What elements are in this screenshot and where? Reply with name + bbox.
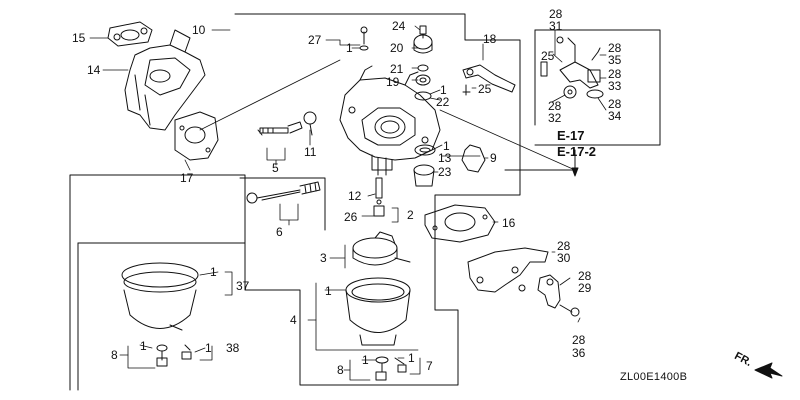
label-32: 32	[548, 111, 562, 125]
label-24: 24	[392, 19, 406, 33]
lever-18	[462, 64, 516, 96]
label-25-choke: 25	[541, 49, 555, 63]
label-14: 14	[87, 63, 101, 77]
group-boundaries	[69, 13, 661, 391]
label-28-h: 28	[572, 333, 586, 347]
label-25-lever: 25	[478, 82, 492, 96]
bracket-30	[467, 247, 549, 293]
label-12: 12	[348, 189, 362, 203]
label-4-qty: 1	[325, 284, 332, 298]
choke-linkage	[540, 36, 604, 99]
ref-e-17: E-17	[557, 128, 585, 143]
label-22: 22	[436, 95, 450, 109]
label-23: 23	[438, 165, 452, 179]
label-7: 7	[426, 359, 433, 373]
label-16: 16	[502, 216, 516, 230]
label-34: 34	[608, 109, 622, 123]
label-4: 4	[290, 313, 297, 327]
bolt-36	[559, 304, 580, 317]
label-38-qty: 1	[205, 341, 212, 355]
pilot-screw-5	[257, 121, 303, 136]
label-27: 27	[308, 33, 322, 47]
float-bowl-37	[121, 262, 199, 367]
float-3	[352, 231, 411, 266]
label-31: 31	[549, 19, 563, 33]
screw-set-6	[246, 181, 321, 204]
label-26: 26	[344, 210, 358, 224]
clip-29	[537, 274, 561, 309]
label-28-f: 28	[557, 239, 571, 253]
label-28-d: 28	[548, 99, 562, 113]
label-13: 13	[438, 151, 452, 165]
label-19: 19	[386, 75, 400, 89]
label-8-left: 8	[111, 348, 118, 362]
float-bowl-4	[345, 277, 411, 346]
label-35: 35	[608, 53, 622, 67]
label-37: 37	[236, 279, 250, 293]
drain-bolts-center	[375, 356, 407, 381]
label-7-qty: 1	[408, 351, 415, 365]
label-11: 11	[304, 145, 317, 159]
air-guide-14	[124, 29, 206, 131]
label-28-c: 28	[608, 67, 622, 81]
label-28-a: 28	[549, 7, 563, 21]
label-36: 36	[572, 346, 586, 360]
label-27-qty: 1	[346, 41, 353, 55]
label-18: 18	[483, 32, 497, 46]
strainer-parts	[413, 144, 486, 187]
label-17: 17	[180, 171, 194, 185]
label-30: 30	[557, 251, 571, 265]
label-19-qty: 1	[440, 83, 447, 97]
label-28-g: 28	[578, 269, 592, 283]
label-8-left-qty: 1	[140, 339, 147, 353]
label-5: 5	[272, 161, 279, 175]
label-28-e: 28	[608, 97, 622, 111]
label-8-center-qty: 1	[362, 353, 369, 367]
label-33: 33	[608, 79, 622, 93]
leader-lines	[89, 25, 607, 381]
screw-11	[303, 111, 317, 136]
gasket-15	[107, 21, 153, 47]
main-jet-12	[373, 177, 385, 217]
reference-arrow-head	[571, 167, 579, 177]
label-8-center: 8	[337, 363, 344, 377]
label-38: 38	[226, 341, 240, 355]
insulator-17	[174, 111, 219, 161]
label-15: 15	[72, 31, 86, 45]
ref-e-17-2: E-17-2	[557, 144, 597, 159]
label-28-b: 28	[608, 41, 622, 55]
label-6: 6	[276, 225, 283, 239]
label-21: 21	[390, 62, 404, 76]
label-37-qty: 1	[210, 265, 217, 279]
gasket-16	[424, 204, 496, 243]
label-13-qty: 1	[443, 139, 450, 153]
label-2: 2	[407, 208, 414, 222]
label-9: 9	[490, 151, 497, 165]
diagram-code: ZL00E1400B	[620, 371, 688, 383]
label-3: 3	[320, 251, 327, 265]
label-20: 20	[390, 41, 404, 55]
label-29: 29	[578, 281, 592, 295]
label-10: 10	[192, 23, 206, 37]
front-arrow	[754, 362, 783, 379]
